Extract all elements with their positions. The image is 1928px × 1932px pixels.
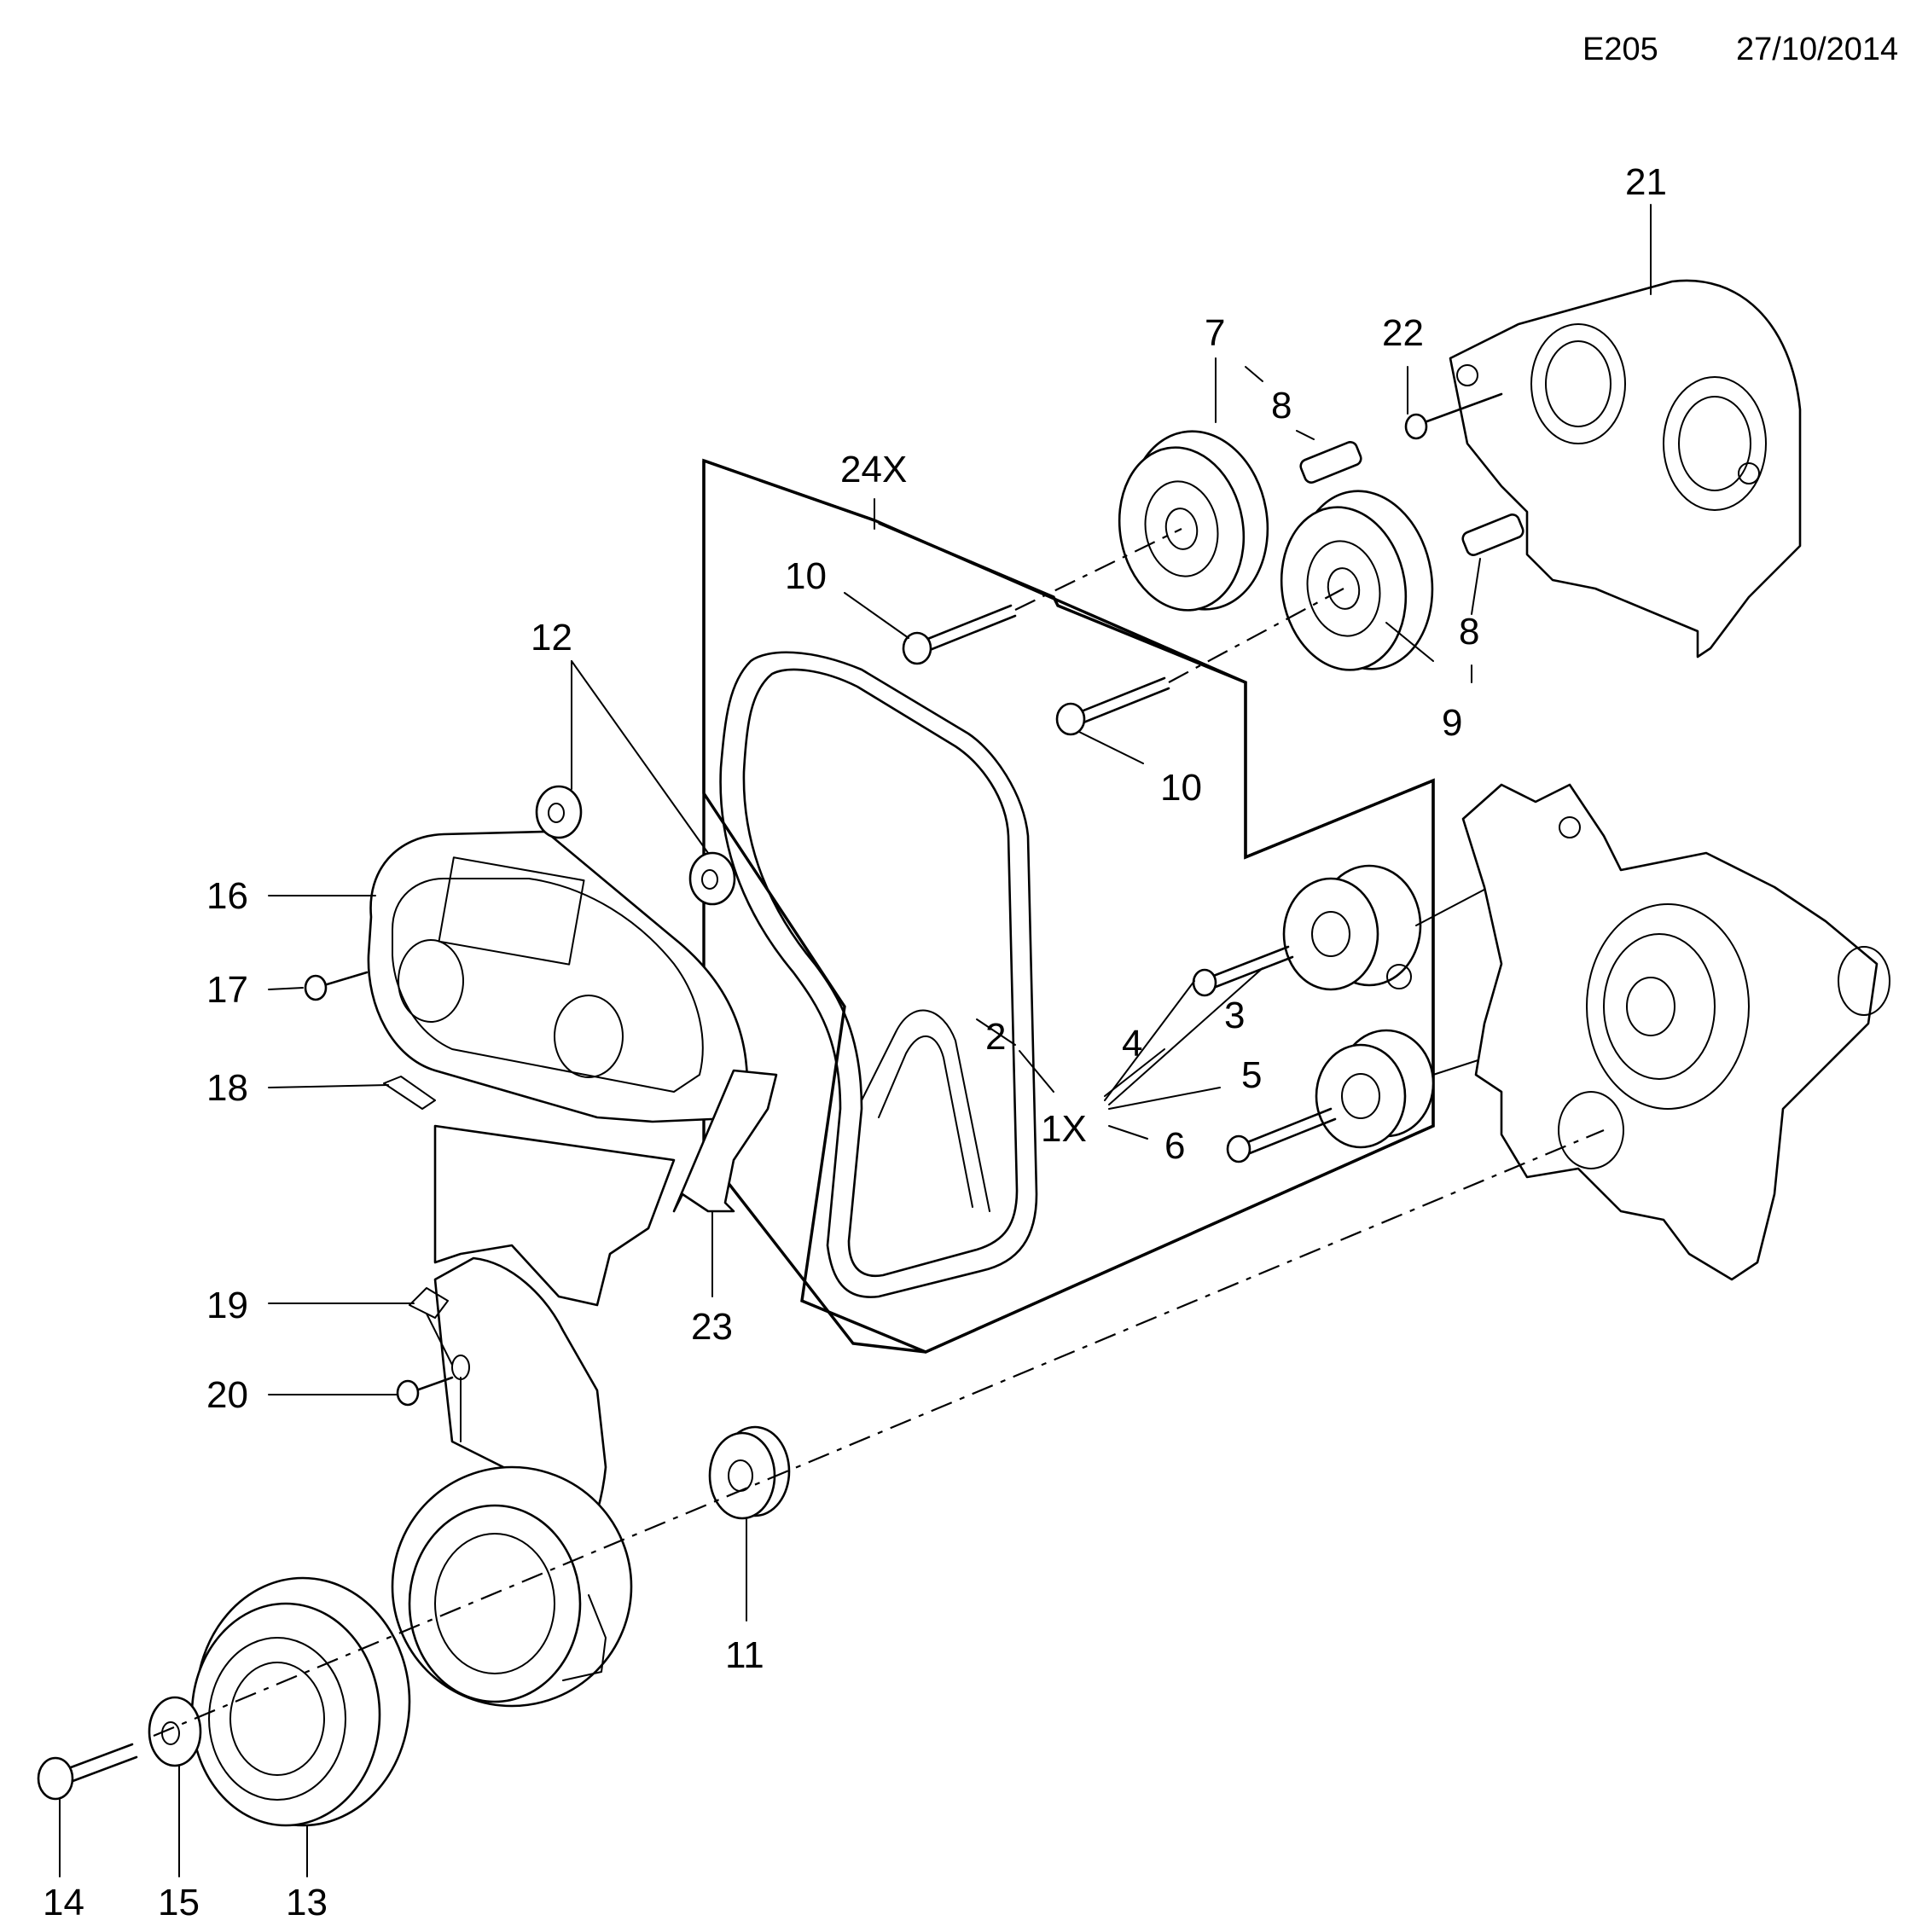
callout-18: 18 — [206, 1067, 248, 1109]
front-timing-cover-upper — [367, 830, 752, 1123]
callout-23: 23 — [691, 1306, 733, 1348]
cover-grommet-left — [535, 785, 583, 839]
callout-1x: 1X — [1041, 1108, 1087, 1150]
leader-lines — [59, 204, 1652, 1877]
callout-14: 14 — [43, 1882, 84, 1923]
callout-10-upper: 10 — [785, 555, 827, 597]
dowel-pin-upper — [1299, 441, 1362, 484]
callout-8-lower: 8 — [1459, 611, 1479, 653]
pulley-washer — [148, 1696, 202, 1767]
callout-7: 7 — [1205, 312, 1225, 354]
callout-3: 3 — [1224, 995, 1245, 1036]
callout-5: 5 — [1241, 1054, 1262, 1096]
axis-line — [1168, 588, 1344, 683]
rear-timing-cover — [1449, 279, 1802, 659]
callout-13: 13 — [286, 1882, 328, 1923]
callout-9: 9 — [1442, 702, 1462, 744]
callout-10-lower: 10 — [1160, 767, 1202, 809]
callout-19: 19 — [206, 1285, 248, 1326]
cover-bolt — [1404, 392, 1503, 440]
axis-line — [1014, 528, 1182, 611]
callout-15: 15 — [158, 1882, 200, 1923]
belt-guide — [672, 1069, 778, 1213]
callout-24x: 24X — [840, 449, 907, 490]
sprocket-bolt-upper — [902, 604, 1017, 665]
idler-pulley — [1315, 1029, 1435, 1149]
callout-12: 12 — [531, 617, 572, 659]
callout-6: 6 — [1164, 1125, 1185, 1167]
callout-22: 22 — [1382, 312, 1424, 354]
callout-2: 2 — [985, 1016, 1006, 1058]
callout-16: 16 — [206, 875, 248, 917]
callout-4: 4 — [1122, 1023, 1142, 1065]
diagram-code: E205 — [1582, 32, 1658, 67]
cover-screw-upper — [304, 971, 369, 1001]
dowel-pin-lower — [1461, 513, 1524, 556]
diagram-date: 27/10/2014 — [1736, 32, 1898, 67]
idler-bolt — [1226, 1107, 1337, 1163]
crankshaft-sprocket — [708, 1425, 791, 1520]
crankshaft-pulley — [190, 1576, 411, 1827]
cover-grommet-right — [688, 851, 736, 906]
timing-belt — [719, 651, 1038, 1298]
camshaft-sprocket-intake — [1118, 430, 1269, 612]
callout-17: 17 — [206, 969, 248, 1011]
callout-21: 21 — [1625, 161, 1667, 203]
oil-pump-housing — [1461, 783, 1890, 1281]
timing-kit-frame-outline — [702, 459, 1435, 1354]
tensioner-bolt — [1192, 945, 1294, 997]
callout-8-upper: 8 — [1271, 385, 1292, 426]
crankshaft-axis — [153, 1128, 1605, 1738]
callout-labels: 21 7 22 8 24X 10 12 8 9 10 16 2 4 3 17 5… — [43, 161, 1667, 1923]
sprocket-bolt-lower — [1055, 676, 1170, 736]
pulley-bolt — [37, 1743, 138, 1801]
cover-seal-clip-upper — [383, 1076, 436, 1110]
callout-11: 11 — [725, 1634, 764, 1676]
callout-20: 20 — [206, 1374, 248, 1416]
belt-tensioner — [1282, 864, 1422, 991]
